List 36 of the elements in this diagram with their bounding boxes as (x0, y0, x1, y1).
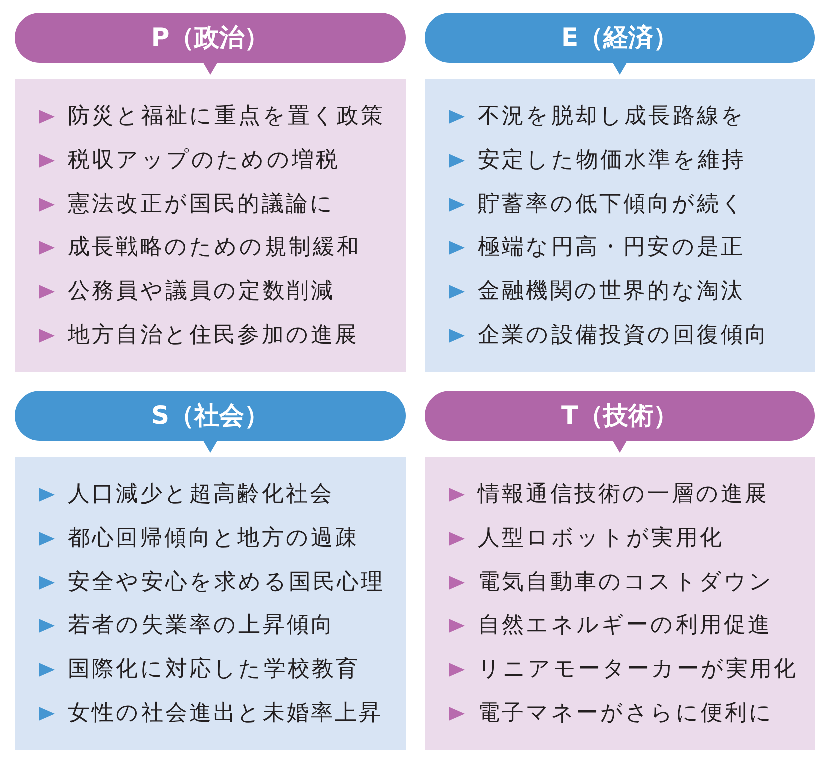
header-title: T（技術） (560, 400, 680, 432)
bullet-text: 安全や安心を求める国民心理 (68, 568, 386, 597)
bullet-text: 成長戦略のための規制緩和 (68, 234, 362, 262)
speech-bubble-header (15, 13, 406, 75)
bullet-text: 公務員や議員の定数削減 (68, 278, 336, 306)
bullet-text: 税収アップのための増税 (68, 146, 340, 175)
bullet-text: 不況を脱却し成長路線を (478, 103, 746, 131)
speech-bubble-header (15, 391, 406, 453)
header-title: P（政治） (150, 22, 271, 54)
content-panel (15, 457, 406, 750)
bullet-text: 自然エネルギーの利用促進 (478, 612, 772, 640)
bullet-text: 人口減少と超高齢化社会 (68, 481, 334, 509)
bullet-text: 人型ロボットが実用化 (478, 524, 724, 553)
bullet-text: 女性の社会進出と未婚率上昇 (68, 700, 384, 728)
header-title: E（経済） (560, 22, 680, 54)
bullet-text: 金融機関の世界的な淘汰 (478, 278, 746, 306)
bullet-text: 企業の設備投資の回復傾向 (478, 322, 770, 350)
content-panel (15, 79, 406, 372)
bullet-text: 安定した物価水準を維持 (478, 146, 746, 175)
bullet-text: リニアモーターカーが実用化 (478, 656, 798, 684)
bullet-text: 極端な円高・円安の是正 (478, 234, 746, 262)
bullet-text: 貯蓄率の低下傾向が続く (478, 190, 746, 219)
bullet-text: 防災と福祉に重点を置く政策 (68, 103, 386, 131)
header-title: S（社会） (150, 400, 270, 432)
bullet-text: 都心回帰傾向と地方の過疎 (68, 524, 360, 553)
bullet-text: 若者の失業率の上昇傾向 (68, 612, 336, 640)
content-panel (425, 457, 815, 750)
bullet-text: 情報通信技術の一層の進展 (478, 481, 770, 509)
bullet-text: 国際化に対応した学校教育 (68, 656, 360, 684)
speech-bubble-header (425, 391, 815, 453)
bullet-text: 電気自動車のコストダウン (478, 568, 774, 597)
content-panel (425, 79, 815, 372)
bullet-text: 電子マネーがさらに便利に (478, 700, 774, 728)
bullet-text: 憲法改正が国民的議論に (68, 190, 336, 219)
bullet-text: 地方自治と住民参加の進展 (68, 322, 360, 350)
speech-bubble-header (425, 13, 815, 75)
